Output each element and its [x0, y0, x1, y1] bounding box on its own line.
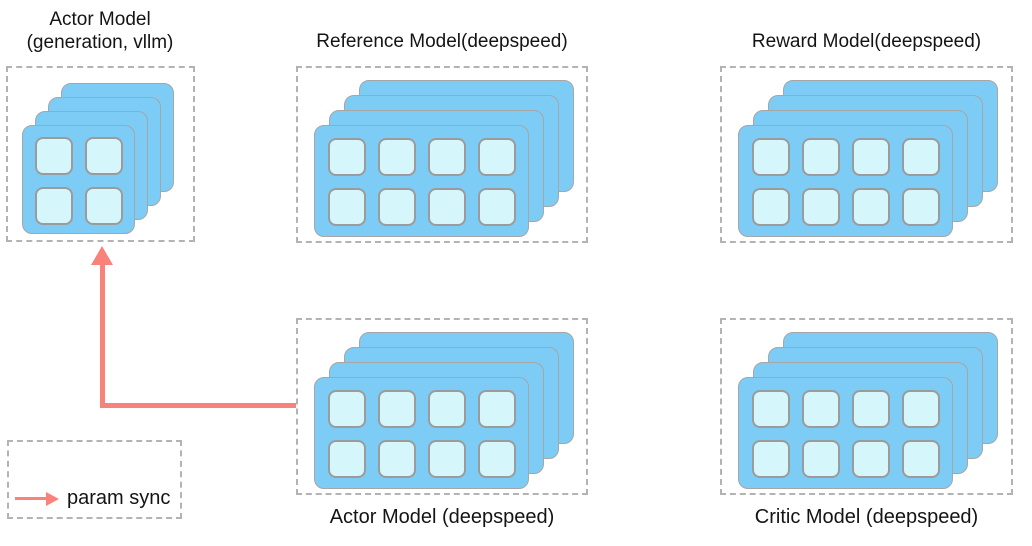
- gpu-cell: [328, 188, 366, 226]
- gpu-card: [738, 125, 953, 237]
- model-title-line: Reward Model(deepspeed): [751, 31, 982, 52]
- gpu-cell: [328, 440, 366, 478]
- arrow-shaft-vertical: [100, 263, 105, 408]
- gpu-grid: [23, 126, 134, 236]
- model-title-actor-vllm: Actor Model (generation, vllm): [0, 8, 200, 54]
- model-box-reference: [296, 66, 588, 243]
- gpu-cell: [378, 390, 416, 428]
- gpu-cell: [85, 187, 123, 225]
- legend-row: param sync: [15, 487, 170, 510]
- gpu-cell: [802, 188, 840, 226]
- model-title-actor-ds: Actor Model (deepspeed): [329, 506, 555, 528]
- gpu-card: [314, 377, 529, 489]
- gpu-cell: [428, 138, 466, 176]
- model-title-reference: Reference Model(deepspeed): [296, 30, 588, 53]
- gpu-cell: [752, 138, 790, 176]
- gpu-cell: [428, 390, 466, 428]
- gpu-cell: [802, 390, 840, 428]
- gpu-cell: [85, 137, 123, 175]
- model-title-critic: Critic Model (deepspeed): [754, 506, 979, 528]
- model-title-line: (generation, vllm): [26, 32, 174, 53]
- gpu-cell: [478, 440, 516, 478]
- legend-label: param sync: [67, 487, 171, 509]
- gpu-cell: [35, 137, 73, 175]
- gpu-cell: [852, 138, 890, 176]
- gpu-cell: [802, 138, 840, 176]
- gpu-cell: [852, 188, 890, 226]
- gpu-cell: [902, 188, 940, 226]
- model-box-actor-vllm: [6, 66, 195, 242]
- gpu-cell: [428, 440, 466, 478]
- model-title-line: Actor Model: [49, 9, 151, 30]
- gpu-grid: [739, 378, 952, 490]
- gpu-card: [314, 125, 529, 237]
- arrow-head-up-icon: [91, 246, 113, 265]
- model-box-actor-ds: [296, 318, 588, 495]
- gpu-grid: [315, 126, 528, 238]
- gpu-cell: [328, 390, 366, 428]
- gpu-cell: [902, 390, 940, 428]
- gpu-cell: [378, 138, 416, 176]
- gpu-cell: [328, 138, 366, 176]
- gpu-cell: [478, 138, 516, 176]
- gpu-cell: [802, 440, 840, 478]
- model-title-reward: Reward Model(deepspeed): [720, 30, 1013, 53]
- gpu-grid: [739, 126, 952, 238]
- gpu-cell: [752, 188, 790, 226]
- gpu-cell: [852, 440, 890, 478]
- gpu-cell: [902, 138, 940, 176]
- gpu-grid: [315, 378, 528, 490]
- gpu-cell: [752, 440, 790, 478]
- legend-box: param sync: [7, 440, 182, 519]
- gpu-cell: [428, 188, 466, 226]
- model-box-reward: [720, 66, 1013, 243]
- gpu-cell: [752, 390, 790, 428]
- param-sync-arrow-icon: [15, 491, 59, 506]
- gpu-cell: [35, 187, 73, 225]
- gpu-cell: [378, 440, 416, 478]
- gpu-cell: [378, 188, 416, 226]
- arrow-shaft-horizontal: [100, 403, 296, 408]
- gpu-card: [22, 125, 135, 234]
- gpu-cell: [478, 390, 516, 428]
- gpu-cell: [852, 390, 890, 428]
- gpu-cell: [478, 188, 516, 226]
- gpu-cell: [902, 440, 940, 478]
- gpu-card: [738, 377, 953, 489]
- model-title-line: Reference Model(deepspeed): [316, 31, 568, 52]
- model-box-critic: [720, 318, 1013, 495]
